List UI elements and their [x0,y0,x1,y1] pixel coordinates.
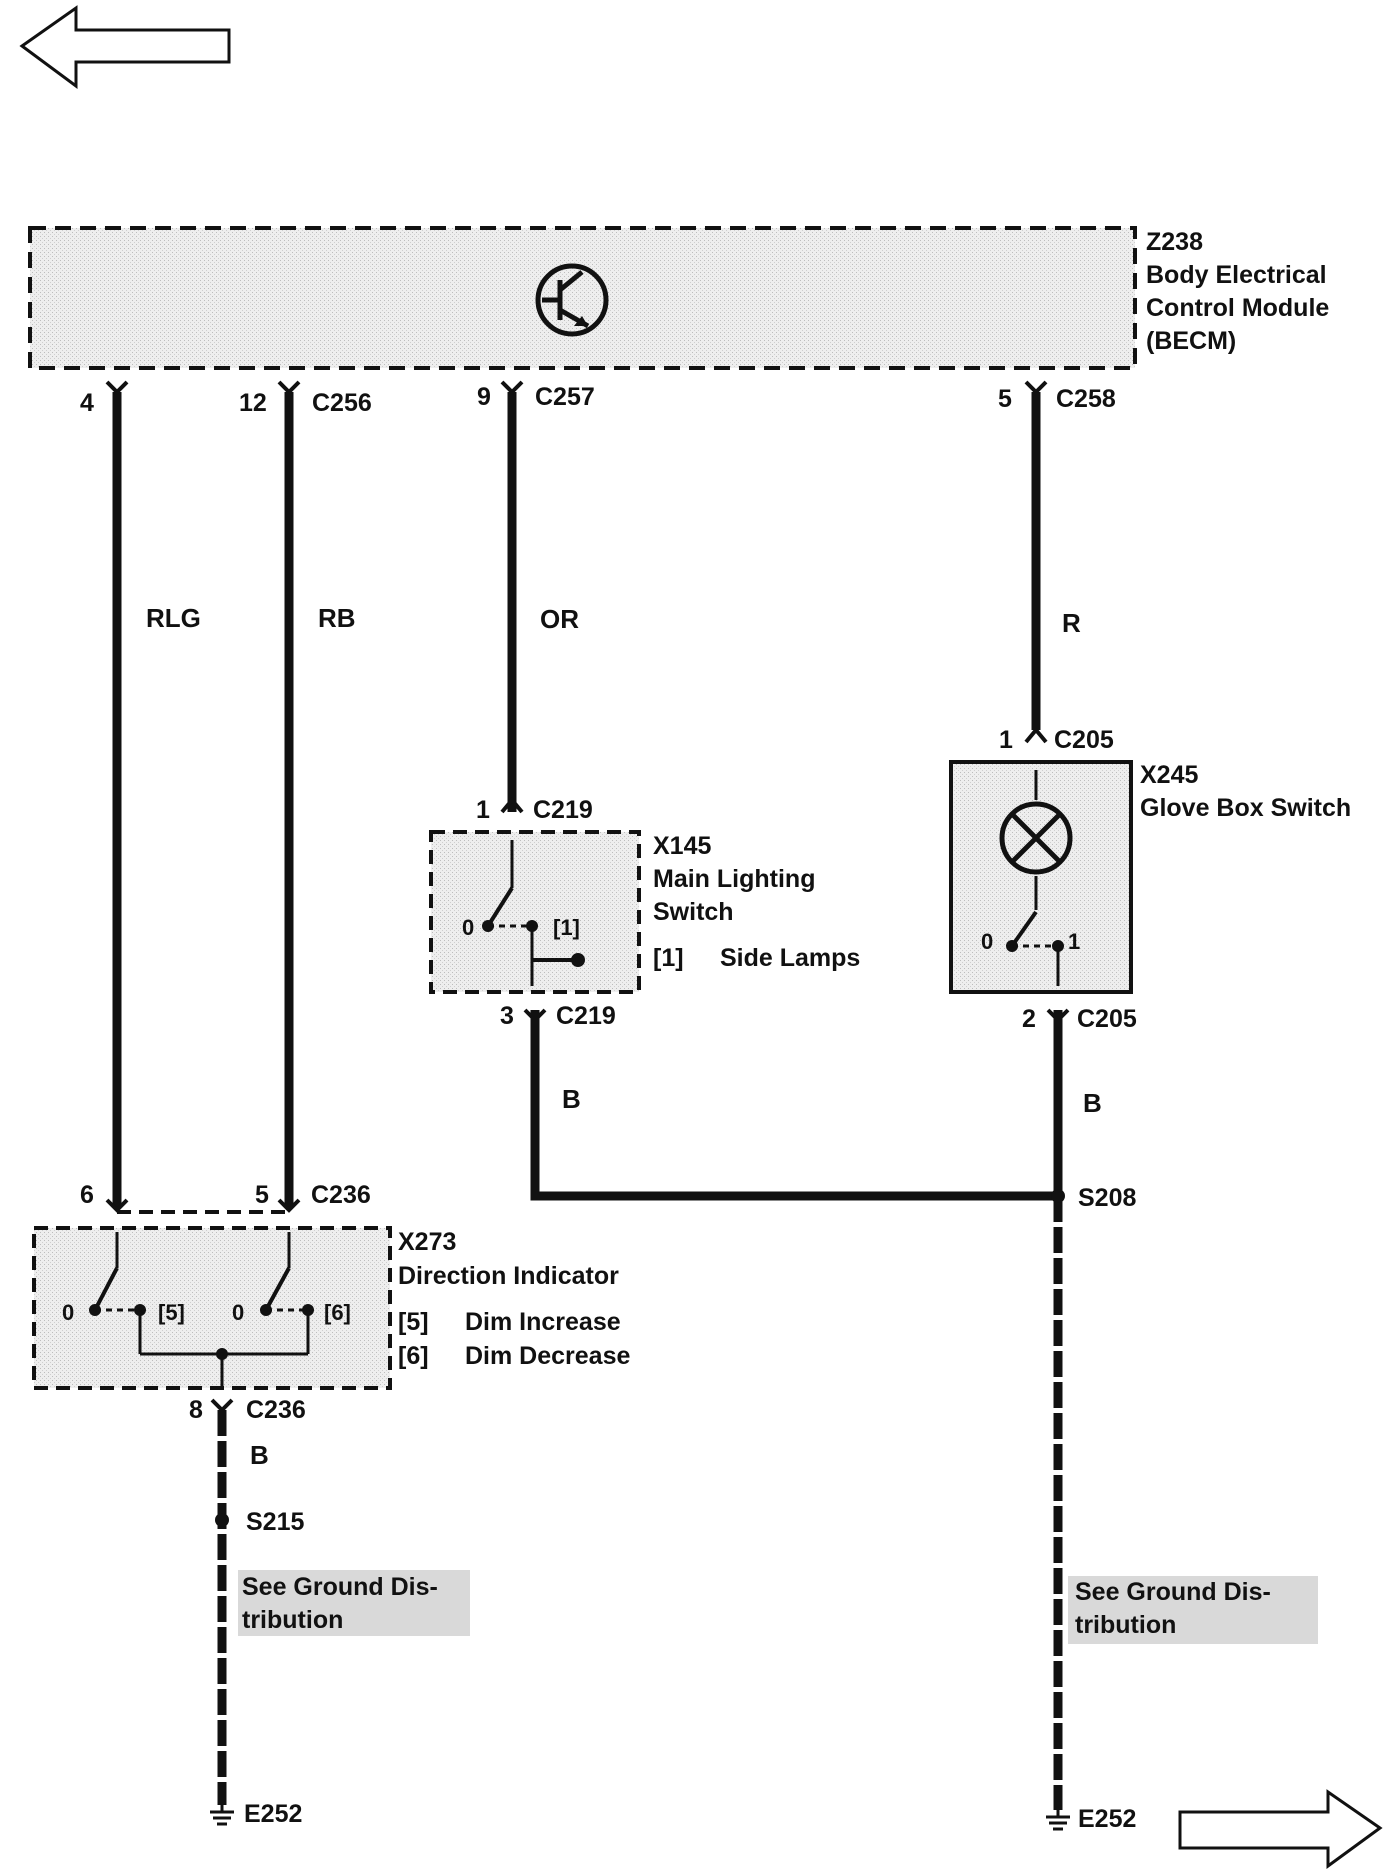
transistor-icon [535,263,609,337]
wire-b-glove-label: B [1083,1088,1102,1118]
direction-tag5: [5] [158,1300,185,1325]
direction-legend5-tag: [5] [398,1308,429,1336]
c236-top-pin-5: 5 [255,1181,269,1209]
main-switch-pos-tag: [1] [553,915,580,940]
glove-box-switch-box [949,760,1133,994]
wire-rlg-label: RLG [146,603,201,633]
main-lighting-switch-box [429,830,641,994]
ground-left-label: E252 [244,1800,302,1828]
lamp-icon [999,770,1073,910]
c236-bottom-label: C236 [246,1396,306,1424]
direction-id: X273 [398,1228,456,1256]
main-switch-id: X145 [653,832,711,860]
c258-pin: 5 [998,385,1012,413]
module-name-line2: Control Module [1146,294,1329,322]
main-switch-legend-text: Side Lamps [720,944,860,972]
glove-switch-name: Glove Box Switch [1140,794,1351,822]
c205-bottom-pin: 2 [1022,1005,1036,1033]
splice-s215-label: S215 [246,1508,304,1536]
main-switch-pos0: 0 [462,915,474,940]
connector-markers [105,380,1070,1413]
module-id: Z238 [1146,228,1203,256]
direction-legend6-text: Dim Decrease [465,1342,630,1370]
c205-top-pin: 1 [999,726,1013,754]
c258-label: C258 [1056,385,1116,413]
c236-top-pin-6: 6 [80,1181,94,1209]
note-right-line1[interactable]: See Ground Dis- [1075,1578,1271,1606]
direction-pos0b: 0 [232,1300,244,1325]
splice-s215-dot [215,1513,229,1527]
c256-pin-12: 12 [239,389,267,417]
c219-bottom-label: C219 [556,1002,616,1030]
note-left-bg [238,1570,470,1636]
wire-rb-label: RB [318,603,356,633]
wire-lines-dashed [217,1196,1063,1810]
main-switch-legend-tag: [1] [653,944,684,972]
back-arrow-icon[interactable] [19,5,231,89]
note-left-line2[interactable]: tribution [242,1606,343,1634]
c205-bottom-label: C205 [1077,1005,1137,1033]
ground-right-icon [1046,1805,1070,1831]
c256-label: C256 [312,389,372,417]
glove-switch-pos1: 1 [1068,929,1080,954]
wire-b-dir-label: B [250,1440,269,1470]
c256-pin-4: 4 [80,389,94,417]
c257-pin: 9 [477,383,491,411]
splice-s208-label: S208 [1078,1184,1136,1212]
direction-legend6-tag: [6] [398,1342,429,1370]
note-left-line1[interactable]: See Ground Dis- [242,1573,438,1601]
main-switch-name-line2: Switch [653,898,734,926]
wire-or-label: OR [540,604,579,634]
direction-pos0a: 0 [62,1300,74,1325]
c236-bottom-pin: 8 [189,1396,203,1424]
main-switch-contact [482,840,585,986]
ground-right-label: E252 [1078,1805,1136,1833]
wire-b-main [530,1010,1058,1201]
c236-top-label: C236 [311,1181,371,1209]
direction-switch-contacts [89,1232,314,1388]
note-right-bg [1068,1576,1318,1644]
splice-s208-dot [1051,1189,1065,1203]
direction-name: Direction Indicator [398,1262,619,1290]
glove-switch-contact [1006,910,1064,986]
c219-bottom-pin: 3 [500,1002,514,1030]
c219-top-label: C219 [533,796,593,824]
c219-top-pin: 1 [476,796,490,824]
note-right-line2[interactable]: tribution [1075,1611,1176,1639]
module-name-line3: (BECM) [1146,327,1236,355]
glove-switch-id: X245 [1140,761,1198,789]
becm-module-box [28,226,1137,370]
forward-arrow-icon[interactable] [1178,1789,1383,1869]
direction-legend5-text: Dim Increase [465,1308,621,1336]
main-switch-name-line1: Main Lighting [653,865,815,893]
glove-switch-pos0: 0 [981,929,993,954]
c257-label: C257 [535,383,595,411]
wire-lines [112,392,1063,1208]
wire-r-label: R [1062,608,1081,638]
direction-tag6: [6] [324,1300,351,1325]
wire-b-main-label: B [562,1084,581,1114]
c205-top-label: C205 [1054,726,1114,754]
module-name-line1: Body Electrical [1146,261,1327,289]
ground-left-icon [210,1800,234,1826]
